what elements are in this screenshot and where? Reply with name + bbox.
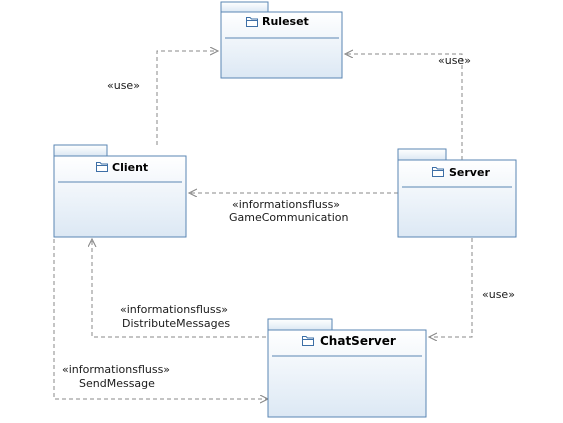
- package-title-client: Client: [112, 161, 148, 174]
- package-tab: [397, 148, 447, 161]
- edge-server-uses-chatserver[interactable]: [429, 238, 473, 337]
- folder-icon: [96, 162, 108, 172]
- folder-icon: [432, 167, 444, 177]
- edge-label-server-client-name: GameCommunication: [229, 211, 348, 224]
- edge-label-chatserver-client-stereotype: «informationsfluss»: [120, 303, 228, 316]
- package-chatserver[interactable]: ChatServer: [267, 318, 427, 418]
- edge-label-server-chatserver-stereotype: «use»: [482, 288, 515, 301]
- package-body: [53, 155, 187, 238]
- edge-server-uses-ruleset[interactable]: [345, 54, 463, 160]
- edge-label-server-ruleset-stereotype: «use»: [438, 54, 471, 67]
- package-ruleset[interactable]: Ruleset: [220, 1, 343, 79]
- edge-label-client-chatserver-stereotype: «informationsfluss»: [62, 363, 170, 376]
- edge-client-to-chatserver-informationsfluss[interactable]: [53, 239, 268, 399]
- edge-chatserver-to-client-informationsfluss[interactable]: [92, 239, 266, 338]
- package-client[interactable]: Client: [53, 144, 187, 238]
- edge-client-uses-ruleset[interactable]: [156, 51, 218, 145]
- edge-label-client-ruleset-stereotype: «use»: [107, 79, 140, 92]
- package-server[interactable]: Server: [397, 148, 517, 238]
- package-tab: [267, 318, 333, 331]
- package-body: [267, 329, 427, 418]
- package-body: [220, 11, 343, 79]
- package-title-ruleset: Ruleset: [262, 15, 309, 28]
- edge-label-server-client-stereotype: «informationsfluss»: [232, 198, 340, 211]
- package-body: [397, 159, 517, 238]
- folder-icon: [302, 336, 314, 346]
- edges: [53, 51, 473, 399]
- package-tab: [53, 144, 108, 157]
- folder-icon: [246, 17, 258, 27]
- edge-label-client-chatserver-name: SendMessage: [79, 377, 155, 390]
- edge-label-chatserver-client-name: DistributeMessages: [122, 317, 230, 330]
- edge-labels: «use» «use» «informationsfluss» GameComm…: [62, 54, 515, 390]
- package-title-chatserver: ChatServer: [320, 334, 396, 348]
- package-title-server: Server: [449, 166, 490, 179]
- package-tab: [220, 1, 269, 13]
